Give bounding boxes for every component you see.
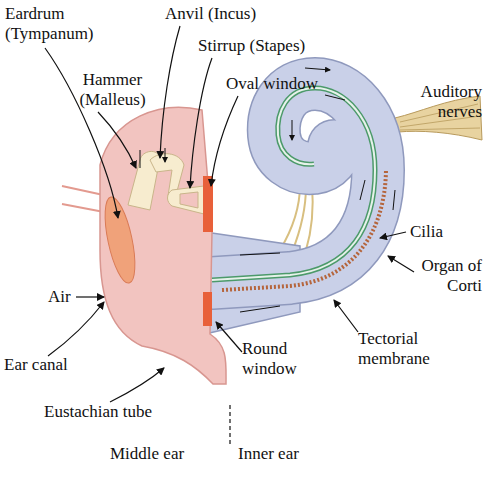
middle-ear-cavity (100, 107, 226, 384)
part-label: Anvil (Incus) (165, 4, 256, 24)
cochlea (205, 68, 395, 334)
tectorial-membrane-band (222, 170, 386, 290)
part-label: Stirrup (Stapes) (198, 36, 305, 56)
part-label: Tectorial membrane (358, 329, 448, 369)
motion-arrow (140, 148, 165, 168)
cochlear-partition (212, 88, 375, 280)
part-label: Oval window (226, 74, 318, 94)
flow-arrow (240, 95, 365, 255)
part-label: Hammer (Malleus) (70, 70, 155, 110)
part-label: Auditory nerves (396, 82, 482, 122)
part-label: Cilia (410, 222, 443, 242)
part-label: Eustachian tube (44, 402, 152, 422)
part-label: Round window (242, 339, 312, 379)
part-label: Air (48, 287, 71, 307)
part-label: Middle ear (110, 444, 184, 464)
part-label: Organ of Corti (404, 256, 482, 296)
flow-arrow (240, 68, 395, 312)
eardrum-shape (99, 194, 141, 285)
part-label: Eardrum (Tympanum) (5, 4, 105, 44)
round-window-shape (203, 292, 212, 326)
divider-line (229, 405, 230, 445)
part-label: Ear canal (4, 355, 68, 375)
part-label: Inner ear (238, 444, 299, 464)
